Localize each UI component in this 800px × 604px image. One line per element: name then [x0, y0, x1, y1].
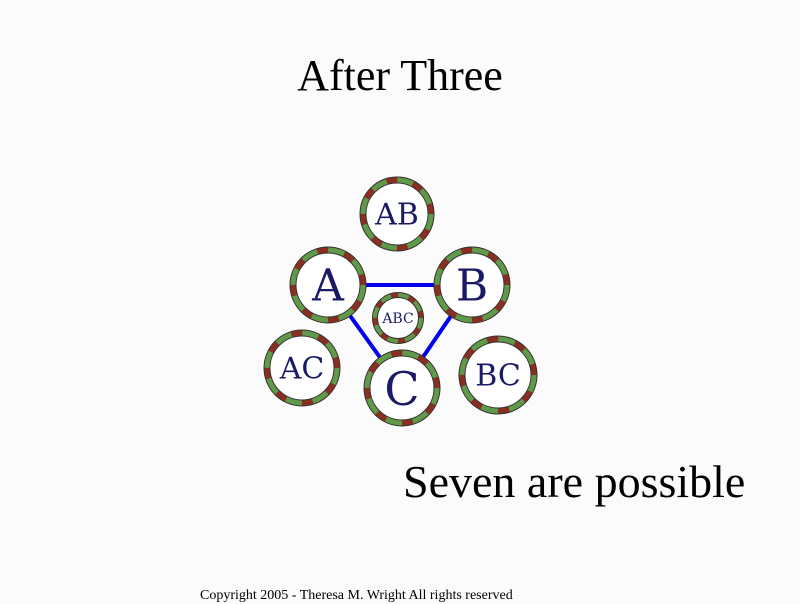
ring-green — [360, 177, 434, 251]
node-label: C — [384, 362, 419, 416]
node-label: AC — [279, 352, 325, 387]
slide-subtitle: Seven are possible — [403, 456, 746, 507]
ring-green — [434, 247, 510, 323]
node-label: B — [456, 261, 488, 312]
node-b: B — [433, 246, 511, 324]
ring-green — [264, 330, 340, 406]
node-ab: AB — [359, 176, 435, 252]
node-bc: BC — [458, 335, 538, 415]
ring-green — [373, 293, 423, 343]
ring-green — [290, 247, 366, 323]
node-label: A — [311, 261, 345, 312]
slide-title: After Three — [297, 51, 503, 100]
node-label: AB — [374, 198, 419, 233]
copyright-footer: Copyright 2005 - Theresa M. Wright All r… — [200, 588, 513, 603]
node-abc: ABC — [372, 292, 424, 344]
link-A-C — [346, 312, 384, 361]
ring-green — [459, 336, 537, 414]
node-label: BC — [475, 359, 521, 394]
node-label: ABC — [381, 311, 413, 327]
node-ac: AC — [263, 329, 341, 407]
link-B-C — [420, 312, 454, 361]
node-c: C — [363, 349, 441, 427]
ring-green — [364, 350, 440, 426]
node-a: A — [289, 246, 367, 324]
